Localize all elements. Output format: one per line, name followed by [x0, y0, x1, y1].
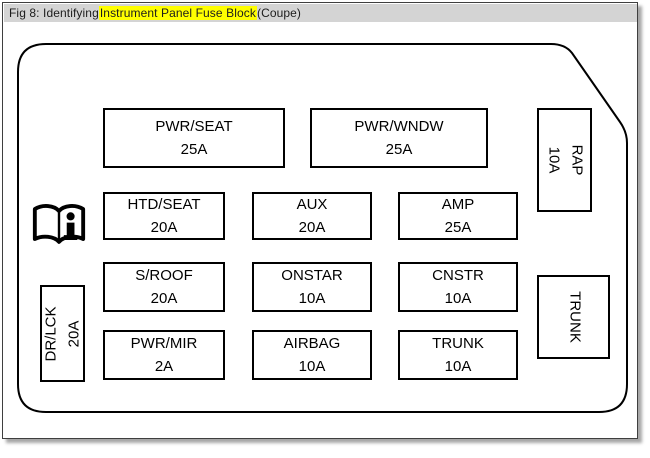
figure-caption-bar: Fig 8: Identifying Instrument Panel Fuse… [4, 4, 637, 22]
fuse-rating: 10A [444, 358, 472, 375]
caption-highlight: Instrument Panel Fuse Block [98, 6, 257, 20]
fuse-aux: AUX 20A [252, 192, 372, 240]
fuse-rating: 10A [298, 358, 326, 375]
fuse-label: AUX [296, 195, 328, 213]
caption-prefix: Fig 8: Identifying [9, 6, 99, 20]
info-dot [66, 212, 75, 221]
fuse-rating: 2A [154, 358, 174, 375]
fuse-pwr-mir: PWR/MIR 2A [103, 330, 225, 380]
owners-manual-book-icon [32, 204, 86, 244]
fuse-rating: 20A [298, 219, 326, 236]
fuse-airbag: AIRBAG 10A [252, 330, 372, 380]
fuse-rating: 10A [444, 290, 472, 307]
fuse-label: CNSTR [432, 266, 484, 284]
fuse-amp: AMP 25A [398, 192, 518, 240]
fuse-label: AMP [441, 195, 475, 213]
fuse-rating: 10A [298, 290, 326, 307]
fuse-pwr-seat: PWR/SEAT 25A [103, 108, 285, 168]
fuse-htd-seat: HTD/SEAT 20A [103, 192, 225, 240]
fuse-label: ONSTAR [281, 266, 343, 284]
fuse-label: TRUNK [432, 334, 484, 352]
fuse-label: HTD/SEAT [127, 195, 201, 213]
fuse-rating: 20A [150, 290, 178, 307]
fuse-label: TRUNK [565, 291, 583, 343]
fuse-rap: RAP 10A [537, 108, 592, 212]
fuse-dr-lck: DR/LCK 20A [40, 285, 85, 382]
fuse-label: RAP [568, 144, 585, 176]
fuse-cnstr: CNSTR 10A [398, 262, 518, 312]
fuse-rating: 25A [444, 219, 472, 236]
fuse-s-roof: S/ROOF 20A [103, 262, 225, 312]
fuse-pwr-wndw: PWR/WNDW 25A [310, 108, 488, 168]
fuse-label: AIRBAG [283, 334, 341, 352]
fuse-rating: 25A [180, 141, 208, 158]
fuse-label: PWR/WNDW [354, 117, 444, 135]
fuse-rating: 20A [150, 219, 178, 236]
caption-suffix: (Coupe) [256, 6, 302, 20]
fuse-label: PWR/MIR [130, 334, 198, 352]
fuse-label: S/ROOF [135, 266, 193, 284]
fuse-trunk-side: TRUNK [537, 275, 610, 359]
fuse-rating: 20A [64, 320, 82, 347]
info-stem [63, 222, 78, 240]
fuse-label: PWR/SEAT [155, 117, 233, 135]
fuse-rating: 25A [385, 141, 413, 158]
fuse-trunk-bottom: TRUNK 10A [398, 330, 518, 380]
fuse-label: DR/LCK [42, 305, 59, 362]
fuse-onstar: ONSTAR 10A [252, 262, 372, 312]
fuse-rating: 10A [545, 146, 563, 174]
